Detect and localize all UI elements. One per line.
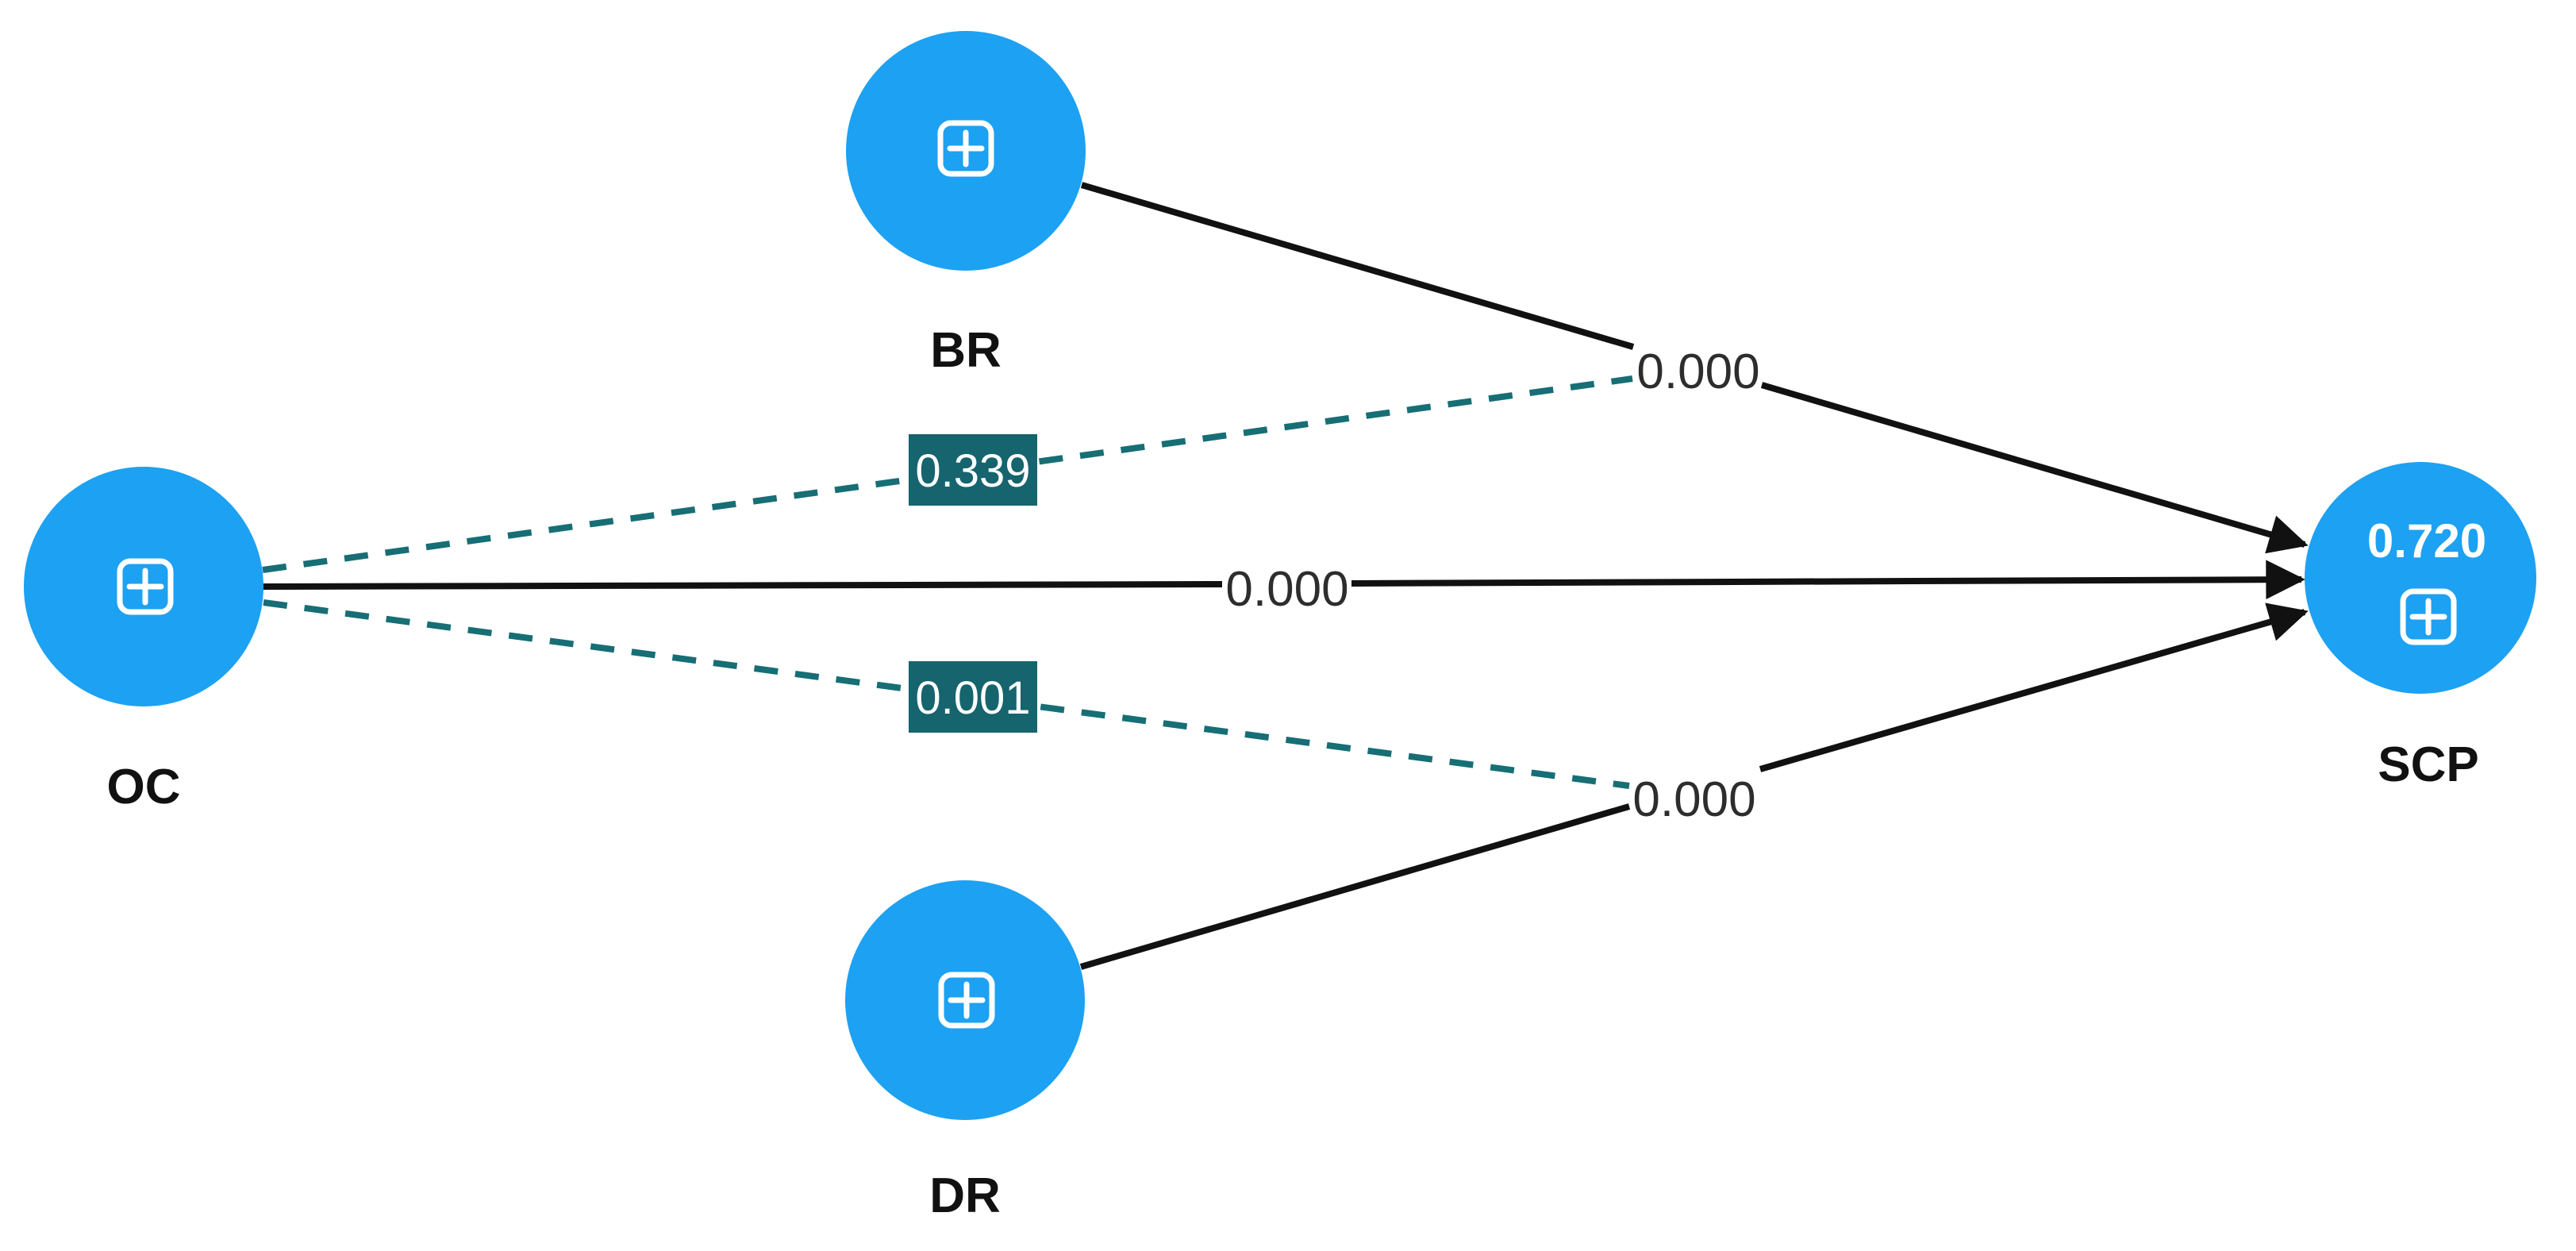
plus-expand-icon[interactable] — [2400, 588, 2457, 645]
path-oc-scp[interactable] — [262, 560, 2305, 599]
plus-expand-icon[interactable] — [937, 120, 994, 177]
node-br-label: BR — [930, 323, 1002, 378]
node-oc-label: OC — [107, 760, 181, 814]
plus-expand-icon[interactable] — [938, 972, 995, 1029]
moderation-label-box-br: 0.339 — [909, 434, 1037, 506]
node-oc[interactable]: OC — [24, 467, 263, 814]
moderation-box — [909, 661, 1037, 733]
node-scp-rsquare-value: 0.720 — [2367, 514, 2486, 568]
node-scp-circle[interactable] — [2305, 462, 2536, 694]
node-dr[interactable]: DR — [845, 880, 1085, 1223]
moderation-path-oc-on-dr-scp[interactable] — [263, 599, 1630, 789]
node-scp[interactable]: 0.720 SCP — [2305, 462, 2536, 792]
moderation-value: 0.001 — [915, 672, 1030, 724]
path-dr-scp[interactable] — [1079, 602, 2309, 970]
plus-expand-icon[interactable] — [117, 558, 174, 615]
moderation-label-box-dr: 0.001 — [909, 661, 1037, 733]
moderation-box — [909, 434, 1037, 506]
node-scp-label: SCP — [2378, 737, 2478, 792]
path-label-br-scp: 0.000 — [1636, 345, 1759, 399]
node-br[interactable]: BR — [846, 31, 1086, 378]
path-label-oc-scp: 0.000 — [1225, 562, 1348, 617]
moderation-value: 0.339 — [915, 445, 1030, 497]
path-label-dr-scp: 0.000 — [1632, 772, 1755, 827]
path-br-scp[interactable] — [1080, 182, 2309, 554]
node-dr-label: DR — [929, 1168, 1001, 1223]
